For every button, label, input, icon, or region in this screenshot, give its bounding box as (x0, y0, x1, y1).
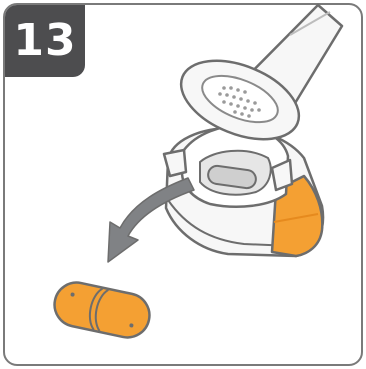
step-badge: 13 (5, 5, 85, 77)
capsule-icon (53, 281, 151, 339)
mouthpiece-cap-icon (179, 59, 301, 141)
capsule-chamber-icon (162, 124, 294, 208)
step-number: 13 (13, 15, 77, 66)
curved-arrow-icon (107, 177, 195, 263)
